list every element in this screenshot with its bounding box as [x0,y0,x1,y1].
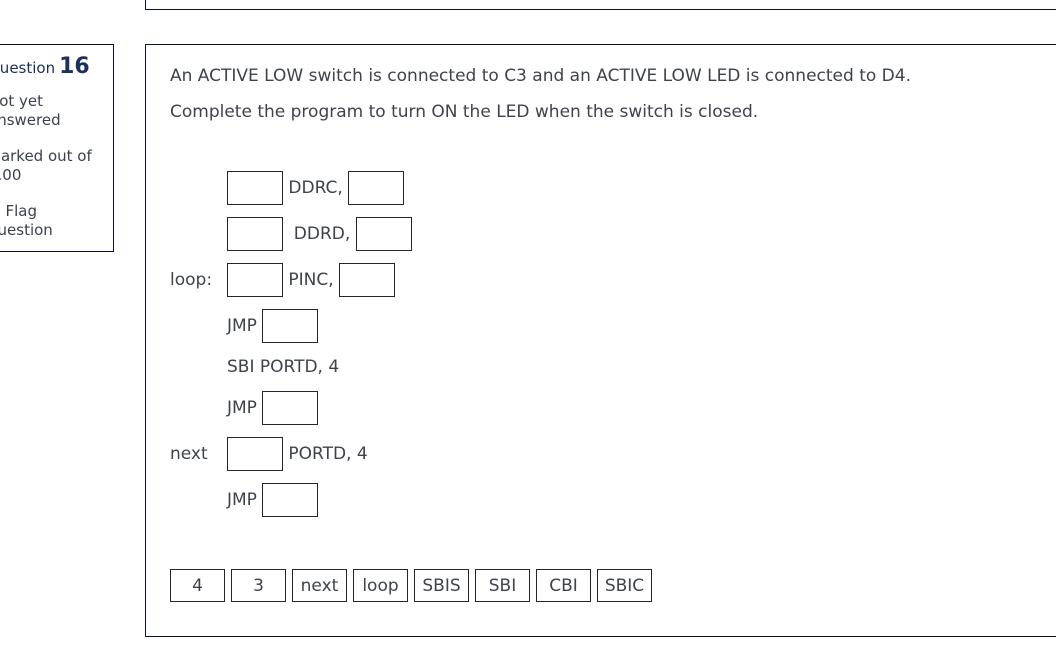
drag-choice-loop[interactable]: loop [353,569,408,602]
drop-blank[interactable] [355,217,412,251]
question-intro-line1: An ACTIVE LOW switch is connected to C3 … [170,66,911,86]
code-text: JMP [227,398,263,418]
drop-blank[interactable] [339,263,396,297]
program-row: JMP [170,309,1056,343]
program: DDRC, DDRD, loop: PINC, JMP SBI PORTD, 4… [170,171,1056,517]
question-intro-line2: Complete the program to turn ON the LED … [170,102,759,122]
question-number: 16 [59,54,90,79]
code-text: PINC, [283,270,340,290]
code-text: PORTD, 4 [283,444,368,464]
program-row: JMP [170,483,1056,517]
program-row: SBI PORTD, 4 [170,355,1056,379]
question-status: Not yet answered [0,92,61,129]
question-heading: Question16 [0,55,103,80]
drop-blank[interactable] [262,483,319,517]
question-marks: Marked out of 1.00 [0,147,92,184]
flag-icon: ⚑ [0,202,1,220]
question-info-panel: Question16 Not yet answered Marked out o… [0,44,114,252]
flag-label: Flag question [0,202,53,239]
program-row: DDRD, [170,217,1056,251]
program-row: loop: PINC, [170,263,1056,297]
code-text: DDRC, [283,178,349,198]
question-label: Question [0,59,56,77]
program-row: JMP [170,391,1056,425]
program-row: next PORTD, 4 [170,437,1056,471]
drag-choice-next[interactable]: next [292,569,347,602]
drop-blank[interactable] [227,437,283,471]
drop-blank[interactable] [227,171,283,205]
drag-choice-3[interactable]: 3 [231,569,286,602]
drop-blank[interactable] [227,263,283,297]
drop-blank[interactable] [262,309,319,343]
code-text: JMP [227,490,263,510]
code-text: JMP [227,316,263,336]
drop-blank[interactable] [227,217,283,251]
drag-choice-sbi[interactable]: SBI [475,569,530,602]
program-line-label: loop: [170,270,213,290]
program-row: DDRC, [170,171,1056,205]
code-text: DDRD, [283,224,356,244]
drag-choice-cbi[interactable]: CBI [536,569,591,602]
drag-choice-sbic[interactable]: SBIC [597,569,652,602]
flag-question-link[interactable]: ⚑Flag question [0,202,103,240]
code-text: SBI PORTD, 4 [227,357,340,377]
question-content-panel: An ACTIVE LOW switch is connected to C3 … [145,44,1056,637]
previous-question-box-fragment [145,0,1056,10]
drag-choice-sbis[interactable]: SBIS [414,569,469,602]
drag-choice-4[interactable]: 4 [170,569,225,602]
drop-blank[interactable] [262,391,319,425]
drop-blank[interactable] [348,171,405,205]
program-line-label: next [170,444,208,464]
